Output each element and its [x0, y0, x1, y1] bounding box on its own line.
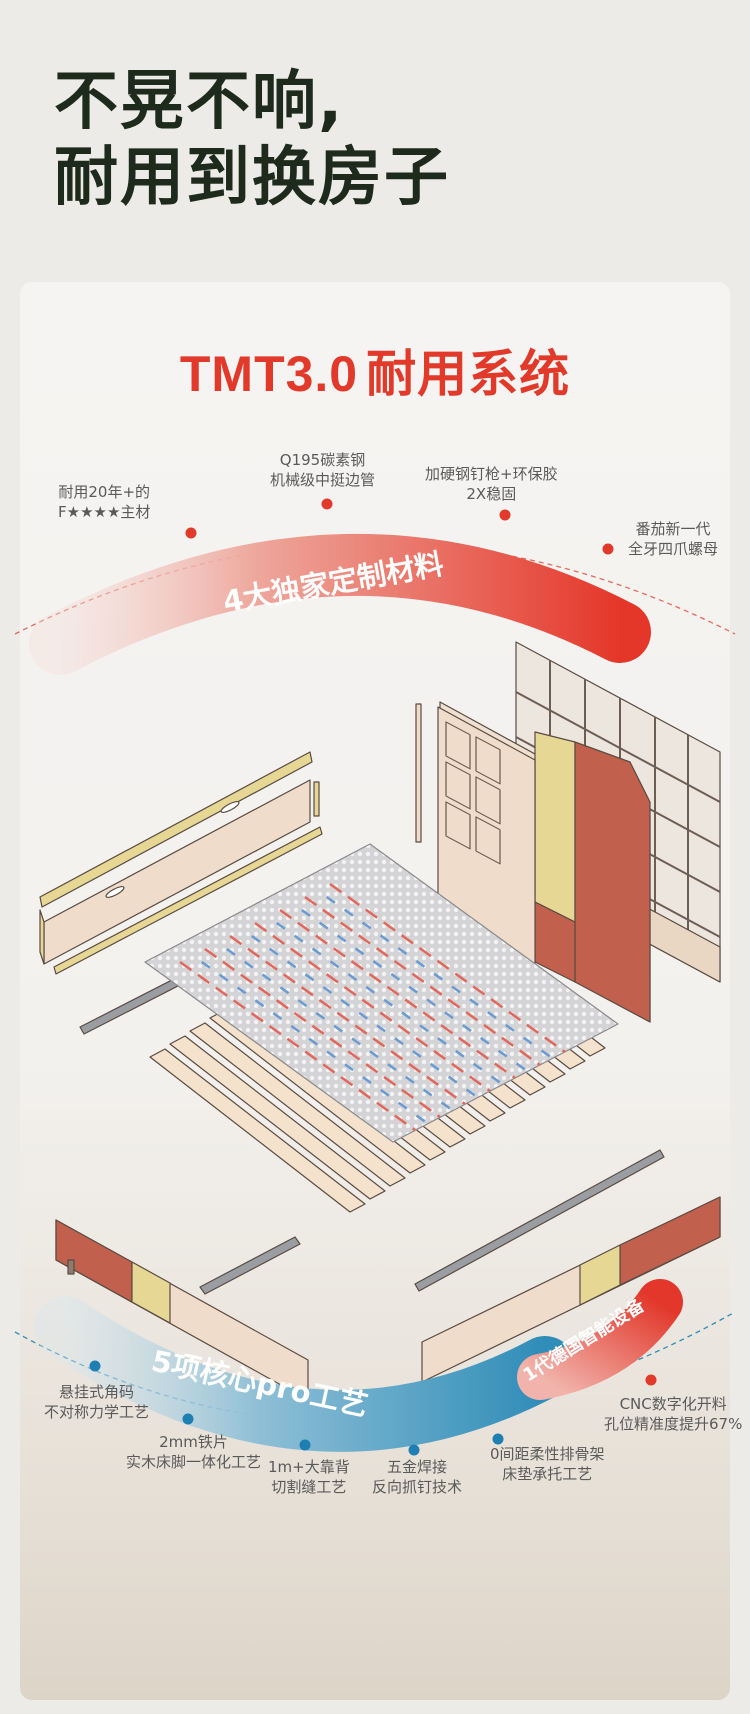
material-label-1: 耐用20年+的 F★★★★主材	[58, 483, 151, 521]
craft-label-3: 1m+大靠背 切割缝工艺	[268, 1458, 350, 1496]
craft-marker-1	[89, 1360, 101, 1372]
headline-line-1: 不晃不响,	[54, 65, 345, 139]
system-title-code: TMT3.0	[179, 346, 359, 402]
craft-label-1: 悬挂式角码 不对称力学工艺	[44, 1383, 150, 1421]
craft-marker-2	[182, 1413, 194, 1425]
craft-marker-6	[645, 1374, 657, 1386]
material-marker-2	[321, 498, 333, 510]
material-label-4: 番茄新一代 全牙四爪螺母	[628, 520, 719, 558]
craft-marker-3	[299, 1439, 311, 1451]
material-marker-1	[185, 527, 197, 539]
material-label-2: Q195碳素钢 机械级中挺边管	[270, 451, 376, 489]
craft-label-2: 2mm铁片 实木床脚一体化工艺	[126, 1433, 262, 1471]
material-marker-3	[499, 509, 511, 521]
craft-label-4: 五金焊接 反向抓钉技术	[372, 1458, 463, 1496]
headline-line-2: 耐用到换房子	[54, 141, 450, 215]
system-title-text: 耐用系统	[366, 345, 571, 403]
bed-frame-exploded-illustration	[39, 641, 721, 1413]
headline: 不晃不响, 耐用到换房子	[54, 64, 450, 216]
craft-marker-5	[492, 1433, 504, 1445]
bed-illustration-graphic: 4大独家定制材料	[14, 498, 736, 1456]
material-label-3: 加硬钢钉枪+环保胶 2X稳固	[425, 465, 558, 503]
craft-marker-4	[408, 1444, 420, 1456]
craft-label-5: 0间距柔性排骨架 床垫承托工艺	[490, 1445, 605, 1483]
material-marker-4	[602, 543, 614, 555]
craft-label-6: CNC数字化开料 孔位精准度提升67%	[604, 1395, 743, 1433]
